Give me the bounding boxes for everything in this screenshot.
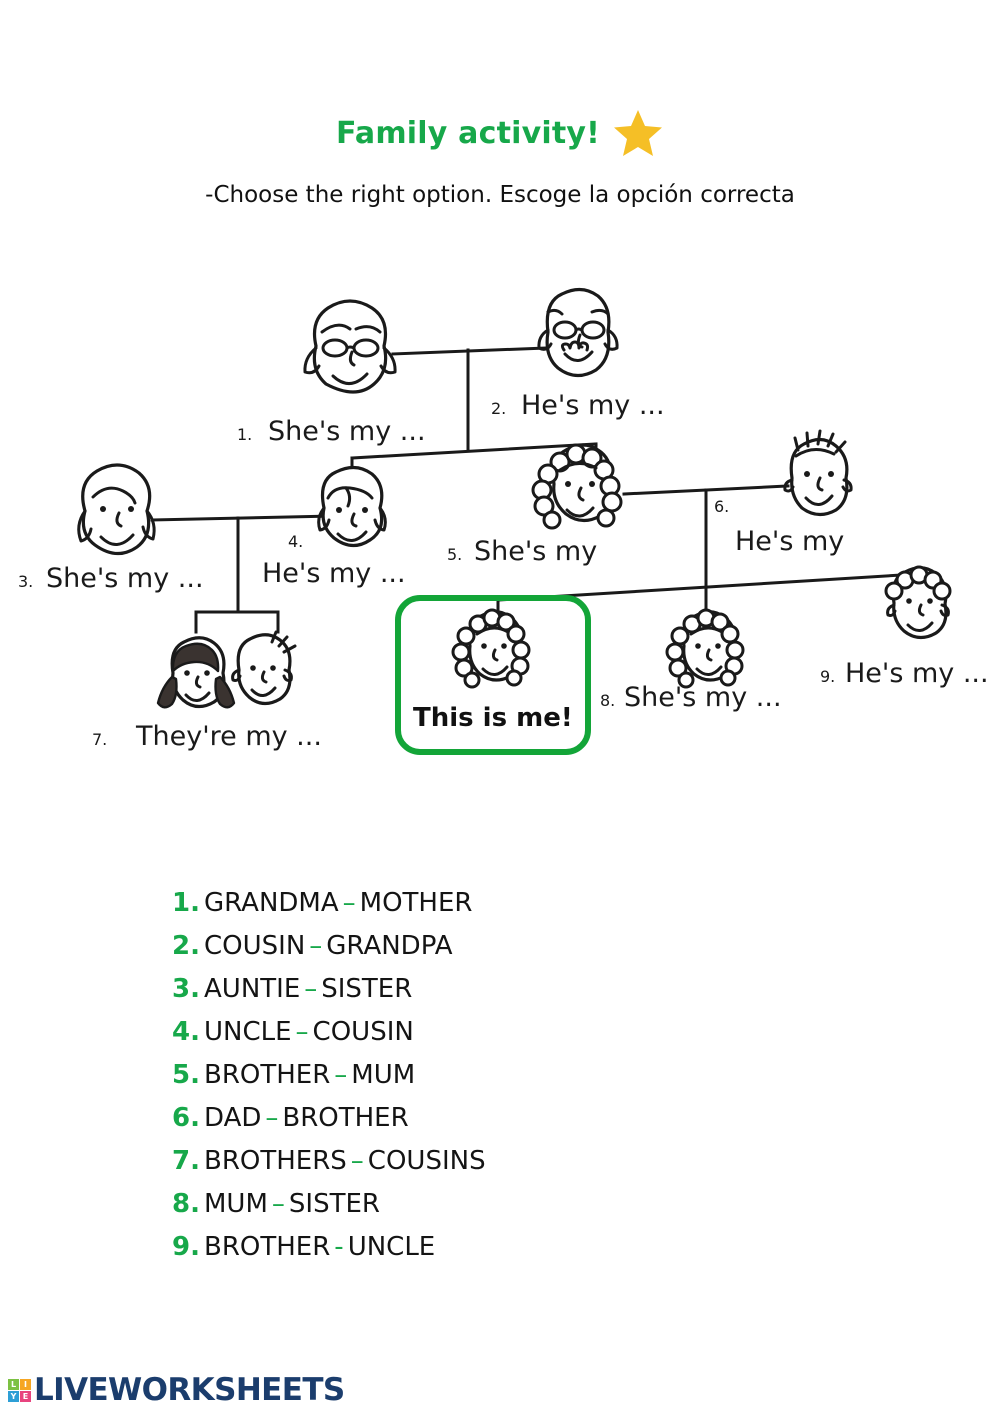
tree-prompt-2: He's my ...: [521, 390, 665, 421]
option-left-word[interactable]: BROTHER: [204, 1232, 331, 1262]
answer-options-list: 1. GRANDMA – MOTHER 2. COUSIN – GRANDPA …: [172, 882, 812, 1269]
woman-with-glasses-face-icon: [303, 299, 397, 394]
title-row: Family activity!: [0, 108, 1000, 158]
curly-hair-me-face-icon: [451, 608, 531, 689]
option-right-word[interactable]: SISTER: [288, 1189, 380, 1219]
option-row-7[interactable]: 7. BROTHERS – COUSINS: [172, 1140, 812, 1183]
option-number: 2.: [172, 931, 200, 961]
page-title: Family activity!: [335, 115, 601, 151]
tree-number-8: 8.: [600, 691, 615, 710]
bald-man-with-glasses-face-icon: [537, 287, 619, 378]
star-icon: [612, 108, 664, 158]
option-number: 8.: [172, 1189, 200, 1219]
option-separator: –: [342, 888, 356, 918]
tree-number-7: 7.: [92, 730, 107, 749]
tree-prompt-9: He's my ...: [845, 658, 989, 689]
liveworksheets-footer[interactable]: L I Y E LIVEWORKSHEETS: [8, 1372, 345, 1408]
option-left-word[interactable]: GRANDMA: [204, 888, 339, 918]
logo-letter-i: I: [20, 1378, 31, 1390]
option-number: 7.: [172, 1146, 200, 1176]
tree-prompt-7: They're my ...: [135, 721, 322, 752]
option-number: 3.: [172, 974, 200, 1004]
logo-letter-l: L: [8, 1378, 19, 1390]
worksheet-header: Family activity! -Choose the right optio…: [0, 108, 1000, 208]
two-children-faces-icon: [156, 630, 297, 709]
option-right-word[interactable]: MUM: [351, 1060, 416, 1090]
option-number: 6.: [172, 1103, 200, 1133]
option-right-word[interactable]: COUSIN: [312, 1017, 414, 1047]
option-separator: –: [265, 1103, 279, 1133]
me-box-border: [395, 595, 591, 755]
me-box-label: This is me!: [413, 703, 573, 733]
tree-prompt-6: He's my: [735, 526, 844, 557]
option-row-6[interactable]: 6. DAD – BROTHER: [172, 1097, 812, 1140]
option-right-word[interactable]: GRANDPA: [326, 931, 453, 961]
logo-letter-y: Y: [8, 1390, 19, 1402]
boy-face-icon: [884, 565, 952, 640]
option-right-word[interactable]: UNCLE: [347, 1232, 436, 1262]
option-left-word[interactable]: AUNTIE: [204, 974, 301, 1004]
option-separator: –: [304, 974, 318, 1004]
option-row-2[interactable]: 2. COUSIN – GRANDPA: [172, 925, 812, 968]
instructions-text: -Choose the right option. Escoge la opci…: [205, 182, 795, 208]
tree-prompt-3: She's my ...: [46, 563, 204, 594]
option-separator: –: [295, 1017, 309, 1047]
spiky-hair-man-face-icon: [783, 429, 853, 517]
option-separator: -: [334, 1232, 344, 1262]
option-separator: –: [271, 1189, 285, 1219]
family-tree-svg: 1. She's my ... 2. He's my ...: [18, 287, 989, 755]
tree-number-2: 2.: [491, 399, 506, 418]
tree-number-9: 9.: [820, 667, 835, 686]
tree-prompt-4: He's my ...: [262, 558, 406, 589]
option-row-8[interactable]: 8. MUM – SISTER: [172, 1183, 812, 1226]
option-row-9[interactable]: 9. BROTHER - UNCLE: [172, 1226, 812, 1269]
tree-number-5: 5.: [447, 545, 462, 564]
tree-number-4: 4.: [288, 532, 303, 551]
option-right-word[interactable]: MOTHER: [359, 888, 473, 918]
option-left-word[interactable]: COUSIN: [204, 931, 306, 961]
liveworksheets-brand-text: LIVEWORKSHEETS: [34, 1372, 345, 1408]
family-tree-diagram: 1. She's my ... 2. He's my ...: [0, 282, 1000, 792]
option-left-word[interactable]: UNCLE: [204, 1017, 292, 1047]
curly-hair-woman-face-icon: [531, 443, 623, 530]
option-separator: –: [309, 931, 323, 961]
option-number: 5.: [172, 1060, 200, 1090]
liveworksheets-logo-icon: L I Y E: [8, 1378, 31, 1402]
option-left-word[interactable]: BROTHERS: [204, 1146, 347, 1176]
option-separator: –: [334, 1060, 348, 1090]
option-number: 4.: [172, 1017, 200, 1047]
option-right-word[interactable]: BROTHER: [282, 1103, 409, 1133]
tree-number-6: 6.: [714, 497, 729, 516]
tree-number-3: 3.: [18, 572, 33, 591]
option-left-word[interactable]: BROTHER: [204, 1060, 331, 1090]
curly-hair-girl-face-icon: [665, 608, 745, 689]
tree-prompt-5: She's my: [474, 536, 597, 567]
option-number: 9.: [172, 1232, 200, 1262]
option-number: 1.: [172, 888, 200, 918]
option-row-1[interactable]: 1. GRANDMA – MOTHER: [172, 882, 812, 925]
option-row-4[interactable]: 4. UNCLE – COUSIN: [172, 1011, 812, 1054]
option-separator: –: [350, 1146, 364, 1176]
woman-face-icon: [77, 463, 156, 556]
this-is-me-card: This is me!: [395, 595, 591, 755]
option-row-3[interactable]: 3. AUNTIE – SISTER: [172, 968, 812, 1011]
option-left-word[interactable]: MUM: [204, 1189, 268, 1219]
option-right-word[interactable]: COUSINS: [367, 1146, 486, 1176]
tree-prompt-1: She's my ...: [268, 416, 426, 447]
option-row-5[interactable]: 5. BROTHER – MUM: [172, 1054, 812, 1097]
tree-number-1: 1.: [237, 425, 252, 444]
option-right-word[interactable]: SISTER: [321, 974, 413, 1004]
option-left-word[interactable]: DAD: [204, 1103, 262, 1133]
man-face-icon: [317, 465, 387, 548]
tree-prompt-8: She's my ...: [624, 682, 782, 713]
logo-letter-e: E: [20, 1390, 31, 1402]
